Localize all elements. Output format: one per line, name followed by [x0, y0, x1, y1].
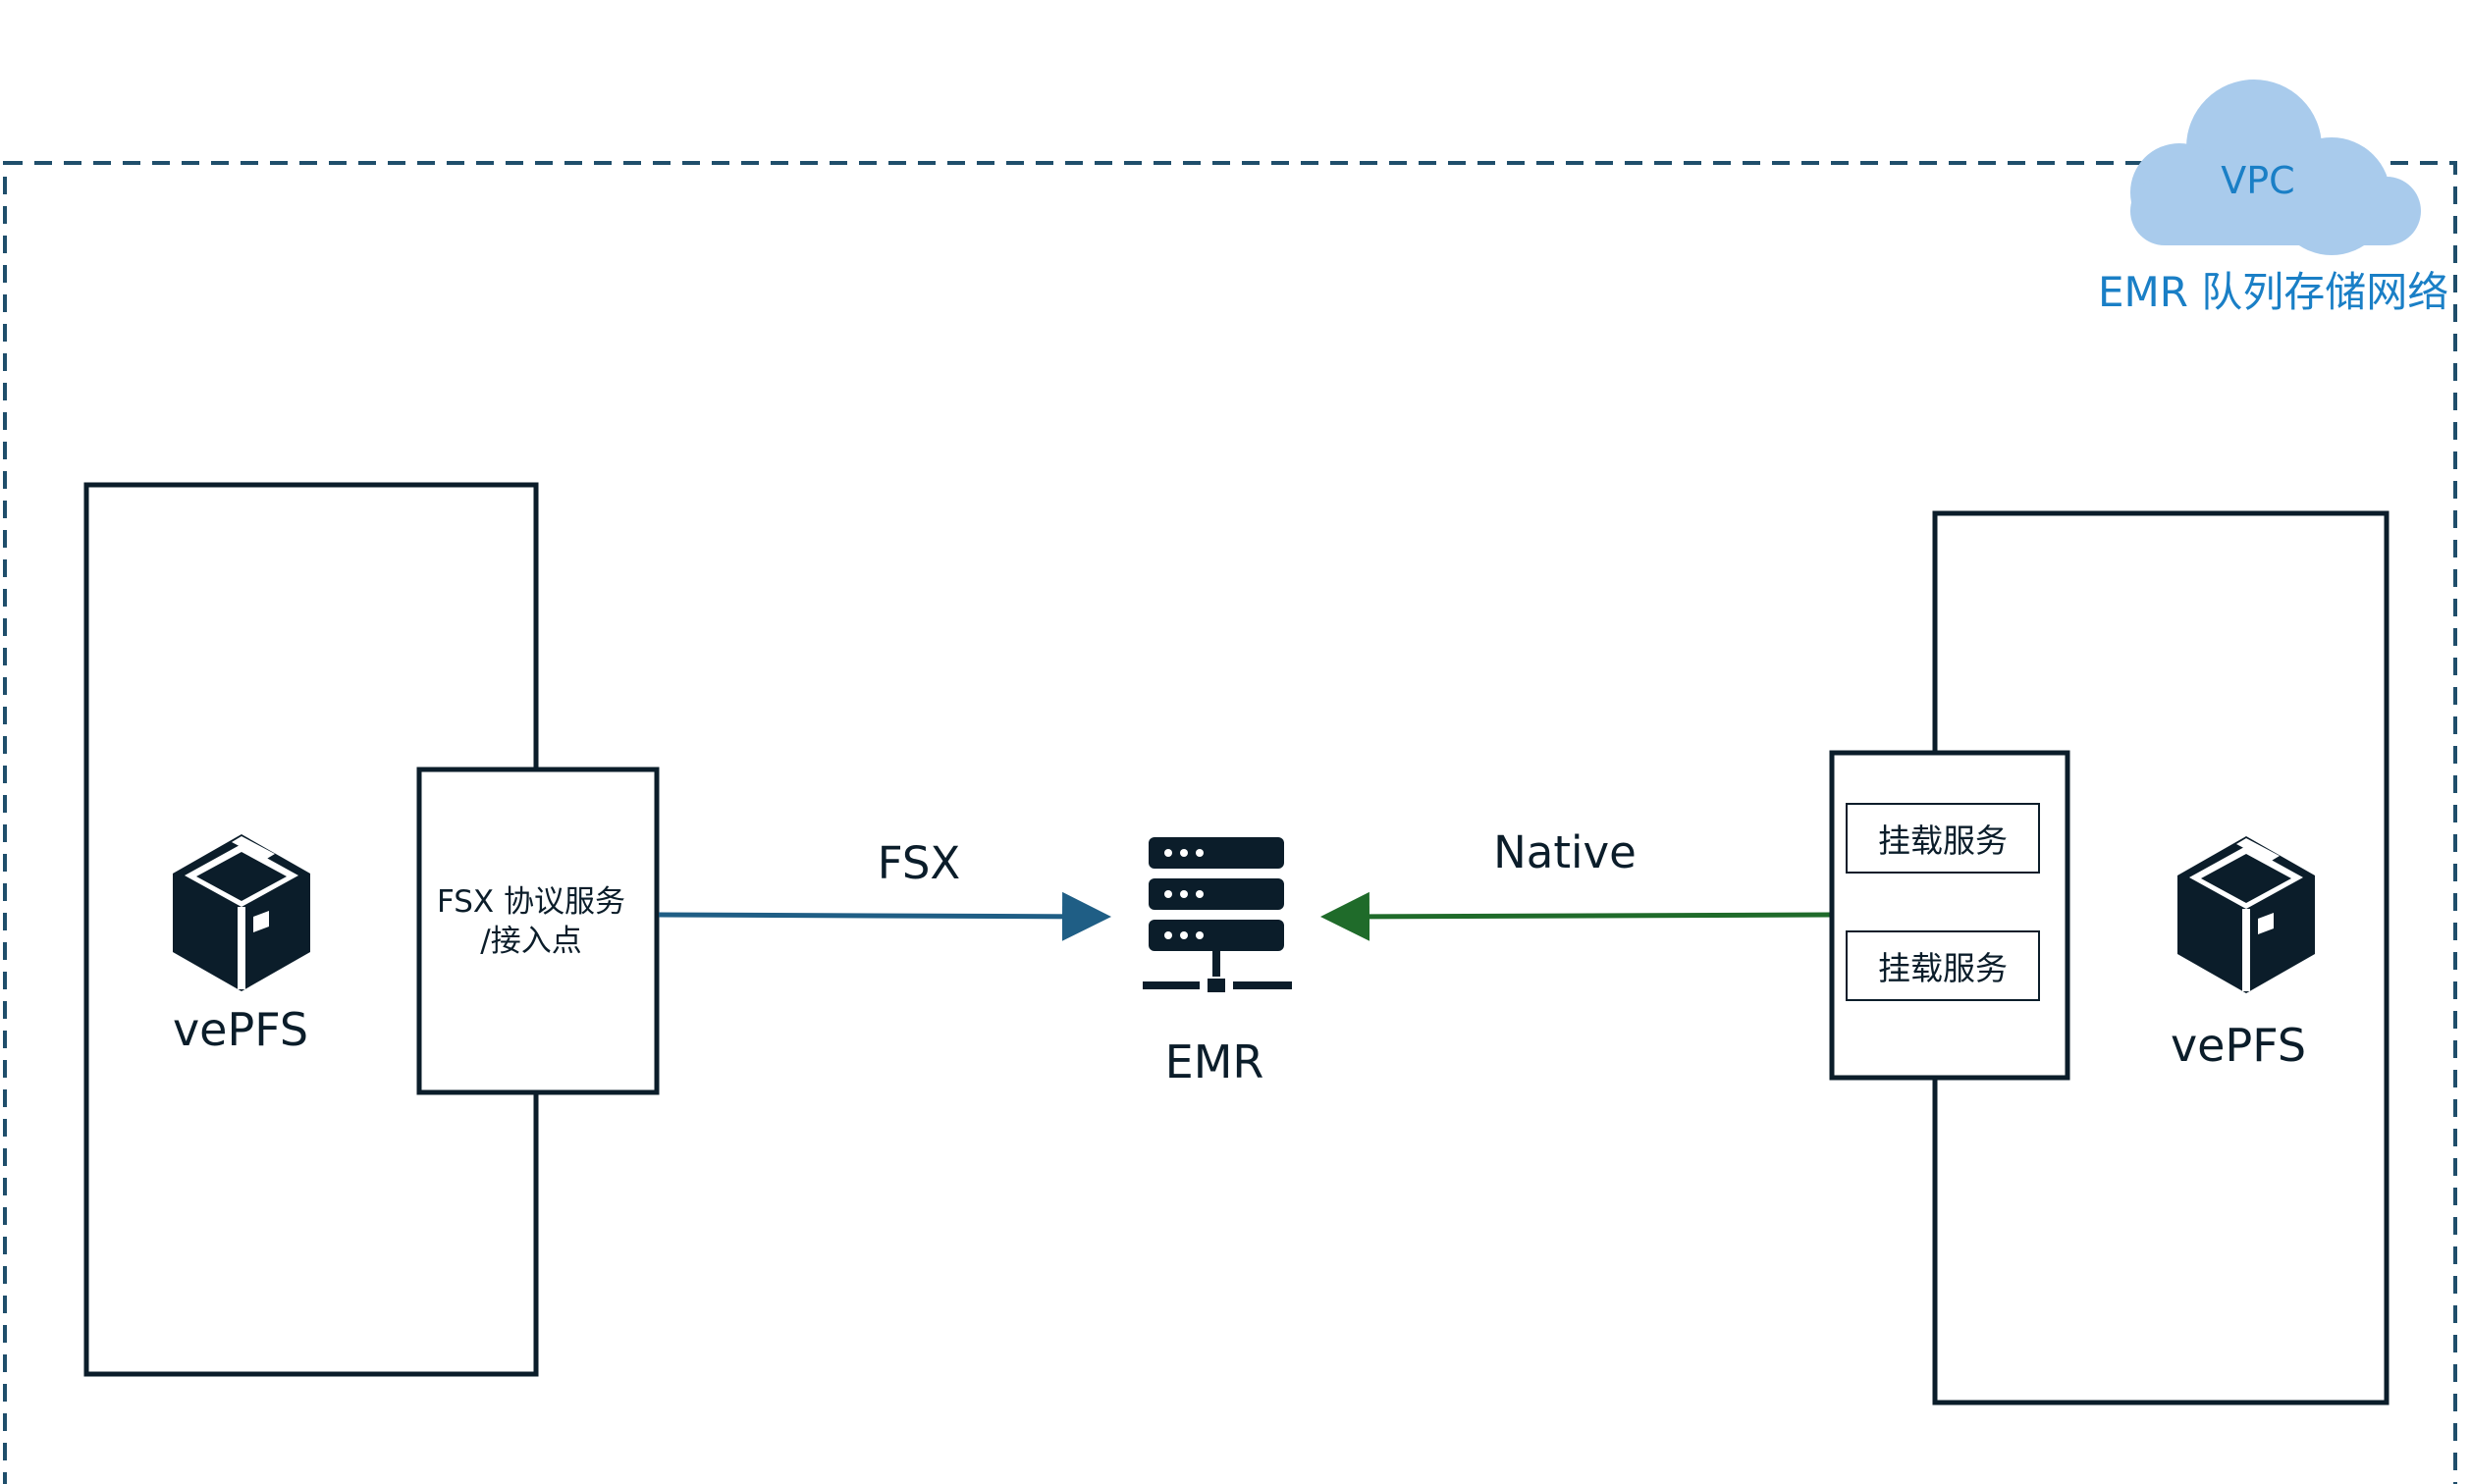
fsx-gateway-label-line2: /接入点 — [480, 924, 582, 959]
package-box-icon — [173, 834, 310, 991]
right-vepfs-label: vePFS — [2170, 1019, 2307, 1072]
cloud-icon — [2130, 80, 2421, 255]
package-box-icon — [2177, 836, 2315, 993]
mount-service-label: 挂载服务 — [1878, 822, 2008, 860]
mount-service-group — [1829, 750, 2070, 1081]
native-edge-label: Native — [1493, 826, 1637, 878]
fsx-gateway-label-line1: FSX 协议服务 — [436, 884, 626, 920]
fsx-edge-label: FSX — [877, 837, 961, 889]
vpc-caption: EMR 队列存储网络 — [2098, 268, 2449, 316]
emr-label: EMR — [1164, 1035, 1264, 1088]
mount-service-box: 挂载服务 — [1846, 803, 2040, 874]
fsx-edge — [658, 891, 1111, 941]
server-icon — [1143, 837, 1292, 992]
vpc-label: VPC — [2221, 159, 2295, 202]
mount-service-label: 挂载服务 — [1878, 949, 2008, 987]
left-vepfs-label: vePFS — [172, 1003, 309, 1056]
mount-service-box: 挂载服务 — [1846, 930, 2040, 1001]
vpc-boundary — [3, 161, 2457, 1484]
native-edge — [1320, 891, 1831, 941]
fsx-gateway-box — [416, 767, 660, 1095]
